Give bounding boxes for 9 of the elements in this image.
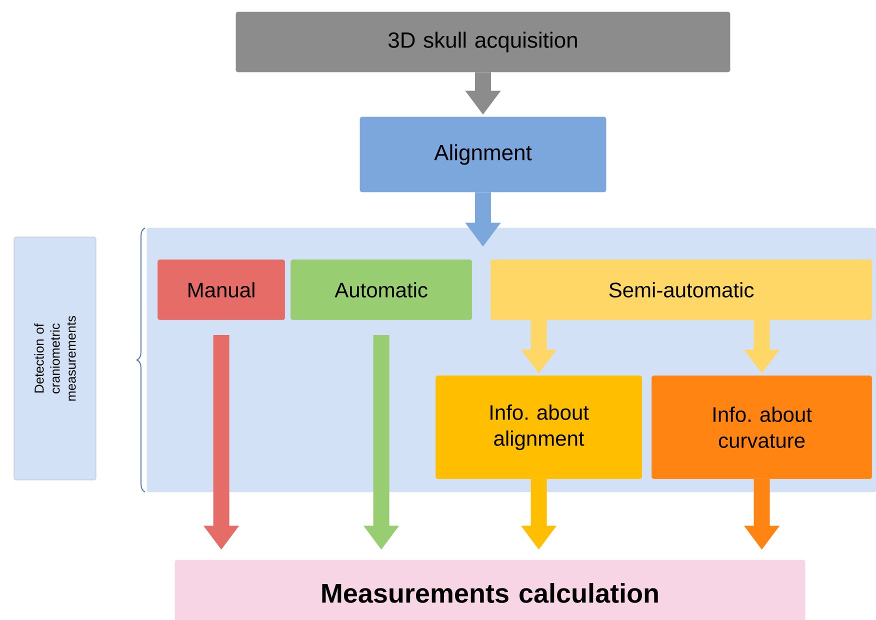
info-box: Info. about curvature xyxy=(652,376,872,479)
process-box: Alignment xyxy=(360,116,606,192)
info-box: Info. about alignment xyxy=(436,376,642,479)
group-label-box: Detection of craniometric measurements xyxy=(14,236,96,480)
method-box: Semi-automatic xyxy=(490,260,872,320)
process-box: 3D skull acquisition xyxy=(236,12,730,72)
method-box: Automatic xyxy=(290,260,472,320)
method-box: Manual xyxy=(158,260,285,320)
result-box: Measurements calculation xyxy=(174,560,806,620)
